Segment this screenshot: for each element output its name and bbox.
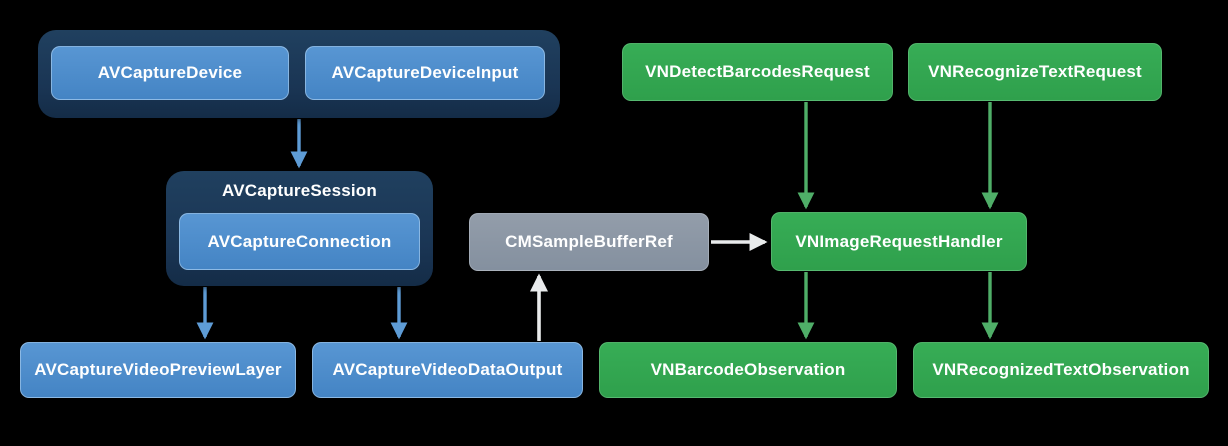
node-cm-sample-buffer-ref: CMSampleBufferRef	[469, 213, 709, 271]
node-vn-detect-barcodes-request: VNDetectBarcodesRequest	[622, 43, 893, 101]
node-av-capture-device-input: AVCaptureDeviceInput	[305, 46, 545, 100]
node-av-capture-connection: AVCaptureConnection	[179, 213, 420, 270]
group-capture-session-title: AVCaptureSession	[222, 181, 377, 200]
node-vn-barcode-observation: VNBarcodeObservation	[599, 342, 897, 398]
node-av-capture-video-data-output: AVCaptureVideoDataOutput	[312, 342, 583, 398]
node-vn-recognize-text-request: VNRecognizeTextRequest	[908, 43, 1162, 101]
node-av-capture-device: AVCaptureDevice	[51, 46, 289, 100]
node-vn-recognized-text-observation: VNRecognizedTextObservation	[913, 342, 1209, 398]
node-vn-image-request-handler: VNImageRequestHandler	[771, 212, 1027, 271]
edges	[196, 102, 999, 341]
node-av-capture-video-preview-layer: AVCaptureVideoPreviewLayer	[20, 342, 296, 398]
